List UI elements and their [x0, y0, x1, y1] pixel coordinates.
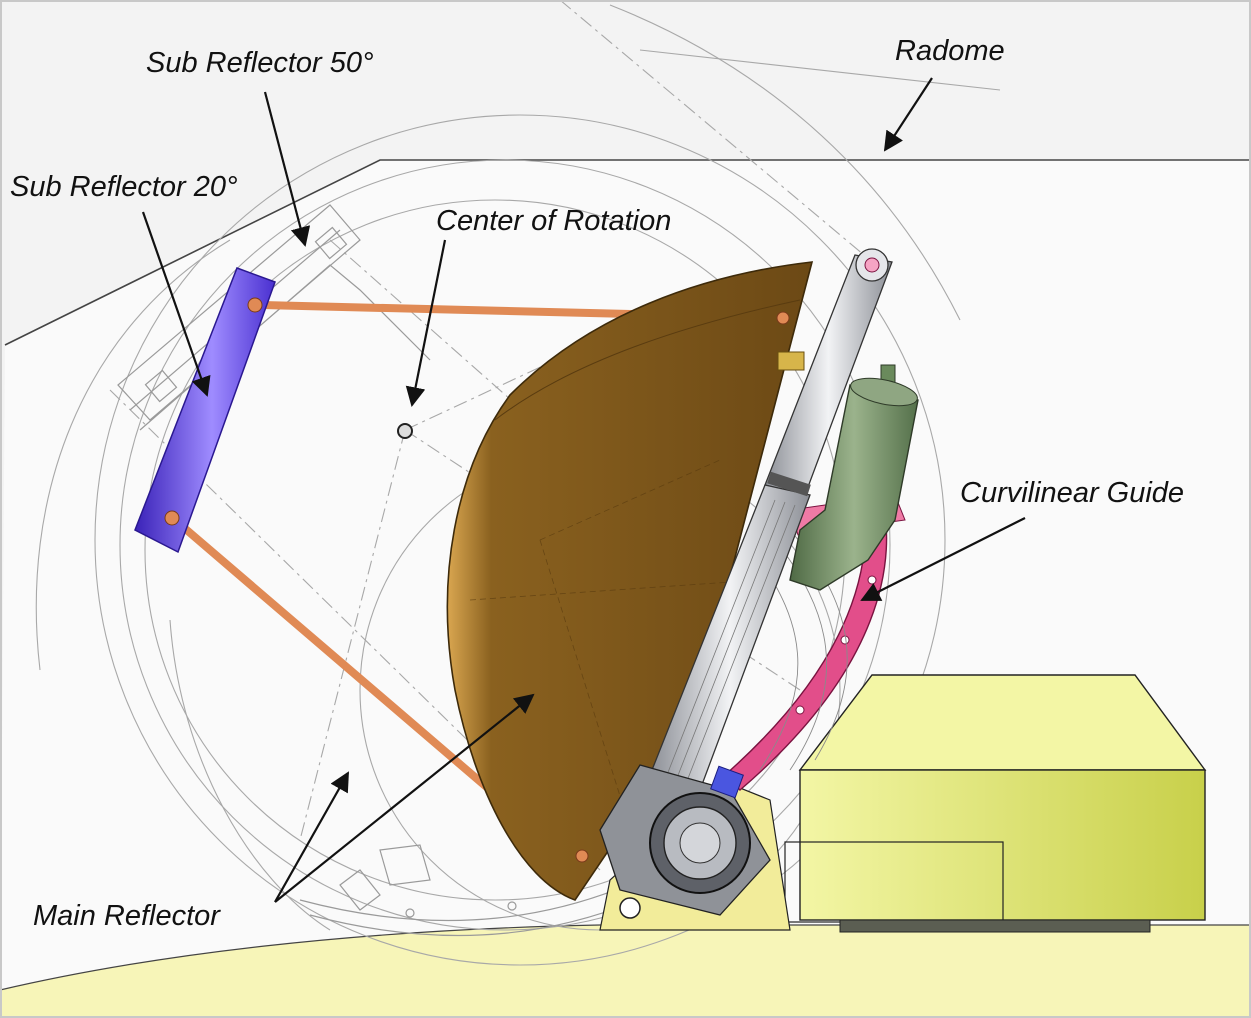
callout-arrows — [141, 77, 1026, 903]
ground-base — [0, 924, 1251, 1018]
sub-reflector-50-label: Sub Reflector 50° — [146, 47, 374, 79]
main-reflector-arrow-1 — [274, 771, 349, 903]
center-of-rotation-label: Center of Rotation — [436, 205, 671, 237]
center-of-rotation-marker — [397, 423, 413, 439]
curvilinear-guide-arrow — [860, 517, 1026, 601]
housing-box — [784, 674, 1207, 933]
main-reflector-label: Main Reflector — [33, 900, 221, 932]
sub-reflector-20 — [134, 267, 276, 554]
linear-actuator — [649, 248, 893, 791]
sub-reflector-50-arrow — [263, 91, 311, 247]
sub-reflector-20-arrow — [141, 211, 211, 397]
radome-outline — [4, 159, 1251, 346]
drive-motor — [789, 364, 919, 591]
sub-reflector-20-label: Sub Reflector 20° — [10, 171, 238, 203]
radome-label: Radome — [895, 35, 1005, 67]
sub-reflector-struts — [171, 301, 674, 794]
curvilinear-guide-label: Curvilinear Guide — [960, 477, 1184, 509]
center-of-rotation-arrow — [405, 239, 447, 407]
main-reflector-arrow-2 — [274, 693, 535, 903]
actuator-gearbox — [599, 764, 771, 916]
bracket-hole — [619, 897, 641, 919]
main-reflector-dish — [446, 261, 814, 901]
dish-mount-pin — [777, 351, 805, 371]
radome-arrow — [883, 77, 933, 152]
